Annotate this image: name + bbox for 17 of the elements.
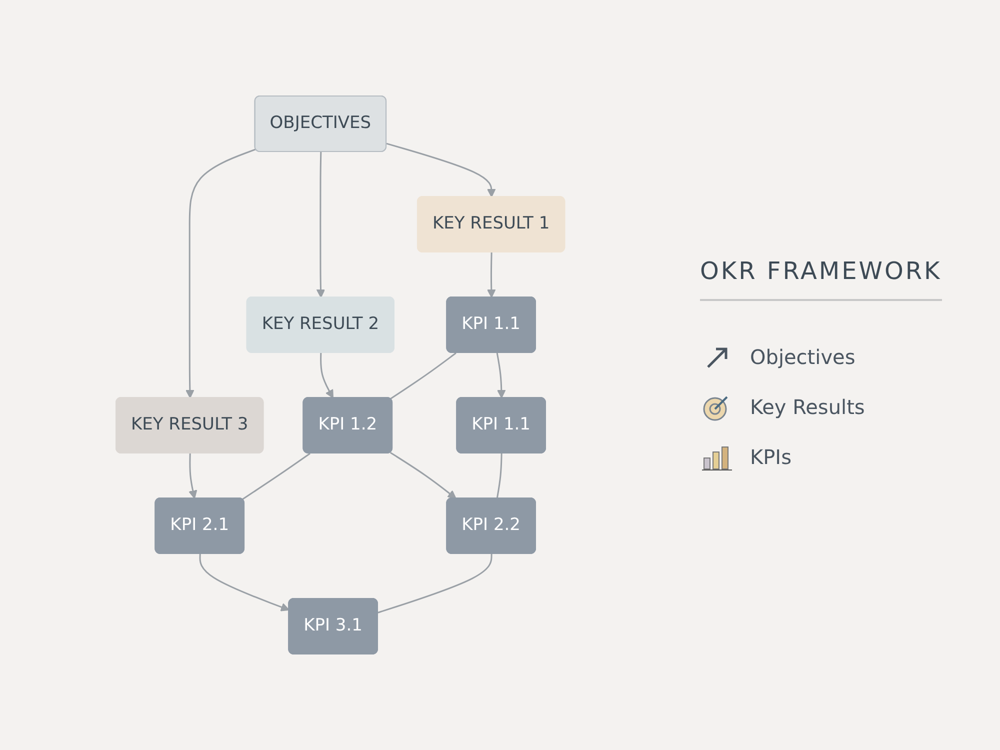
connector [390,352,456,400]
legend-title: OKR FRAMEWORK [700,257,942,301]
arrow [486,252,496,298]
arrow [496,352,506,398]
arrow [316,152,325,298]
connector [377,554,492,614]
arrow [185,148,256,398]
arrow [188,453,197,499]
connector [242,452,310,500]
arrow [386,142,496,198]
arrow [390,452,456,499]
arrow [320,352,334,398]
legend-label: Objectives [750,345,856,369]
legend-label: KPIs [750,445,792,469]
arrow [198,554,290,612]
connector [496,453,502,499]
legend-label: Key Results [750,395,865,419]
